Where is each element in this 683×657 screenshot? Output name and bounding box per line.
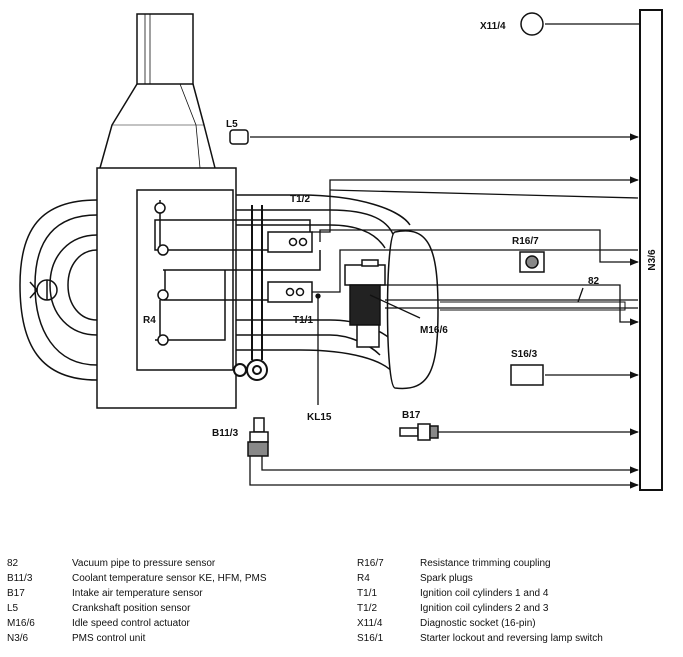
label-x11-4: X11/4 — [480, 21, 506, 32]
label-m16-6: M16/6 — [420, 325, 448, 336]
legend-row: B11/3 Coolant temperature sensor KE, HFM,… — [7, 571, 267, 586]
wiring-diagram: N3/6 — [19, 9, 663, 491]
legend-desc: Ignition coil cylinders 2 and 3 — [420, 603, 549, 614]
intake-air-temp-sensor — [399, 423, 439, 441]
legend-desc: Spark plugs — [420, 573, 473, 584]
label-b11-3: B11/3 — [212, 428, 239, 439]
label-b17: B17 — [402, 410, 421, 421]
signal-wires — [249, 23, 640, 489]
ignition-coil-t1-1 — [267, 281, 313, 303]
legend-row: B17 Intake air temperature sensor — [7, 586, 267, 601]
pulley-rods — [233, 205, 268, 381]
diagnostic-socket — [520, 12, 544, 36]
legend-desc: Crankshaft position sensor — [72, 603, 191, 614]
starter-lockout-switch — [510, 364, 544, 386]
legend-code: M16/6 — [7, 618, 35, 629]
label-82: 82 — [588, 276, 600, 287]
crankshaft-sensor — [229, 129, 249, 145]
legend-code: R16/7 — [357, 558, 384, 569]
legend-code: B11/3 — [7, 573, 33, 584]
legend-code: X11/4 — [357, 618, 383, 629]
legend: 82 Vacuum pipe to pressure sensor B11/3 Co… — [0, 556, 683, 657]
legend-row: R16/7 Resistance trimming coupling — [357, 556, 603, 571]
legend-code: S16/1 — [357, 633, 384, 644]
coolant-temp-sensor — [247, 417, 269, 457]
spark-plugs — [154, 202, 169, 346]
legend-row: S16/1 Starter lockout and reversing lamp … — [357, 631, 603, 646]
legend-desc: Starter lockout and reversing lamp switc… — [420, 633, 603, 644]
legend-desc: Resistance trimming coupling — [420, 558, 551, 569]
ignition-coil-t1-2 — [267, 231, 313, 253]
legend-row: T1/1 Ignition coil cylinders 1 and 4 — [357, 586, 603, 601]
label-r16-7: R16/7 — [512, 236, 539, 247]
legend-code: T1/2 — [357, 603, 378, 614]
legend-code: R4 — [357, 573, 370, 584]
air-intake-funnel — [99, 13, 216, 169]
legend-right-column: R16/7 Resistance trimming coupling R4 Spar… — [357, 556, 603, 646]
legend-code: 82 — [7, 558, 19, 569]
throttle-body — [386, 230, 439, 390]
legend-row: L5 Crankshaft position sensor — [7, 601, 267, 616]
legend-desc: Ignition coil cylinders 1 and 4 — [420, 588, 549, 599]
legend-row: M16/6 Idle speed control actuator — [7, 616, 267, 631]
pms-control-unit — [639, 9, 663, 491]
legend-desc: Intake air temperature sensor — [72, 588, 203, 599]
engine-block — [19, 167, 411, 409]
legend-row: T1/2 Ignition coil cylinders 2 and 3 — [357, 601, 603, 616]
legend-desc: Coolant temperature sensor KE, HFM, PMS — [72, 573, 267, 584]
resistance-coupling — [519, 251, 545, 273]
legend-code: T1/1 — [357, 588, 378, 599]
label-t1-2: T1/2 — [290, 194, 310, 205]
legend-desc: Diagnostic socket (16-pin) — [420, 618, 536, 629]
idle-speed-actuator — [344, 259, 386, 348]
label-r4: R4 — [143, 315, 156, 326]
legend-code: N3/6 — [7, 633, 29, 644]
legend-row: R4 Spark plugs — [357, 571, 603, 586]
label-kl15: KL15 — [307, 412, 332, 423]
label-n3-6: N3/6 — [647, 249, 658, 271]
legend-desc: Idle speed control actuator — [72, 618, 190, 629]
label-s16-3: S16/3 — [511, 349, 538, 360]
legend-desc: PMS control unit — [72, 633, 146, 644]
legend-row: X11/4 Diagnostic socket (16-pin) — [357, 616, 603, 631]
label-l5: L5 — [226, 119, 238, 130]
legend-row: 82 Vacuum pipe to pressure sensor — [7, 556, 267, 571]
legend-row: N3/6 PMS control unit — [7, 631, 267, 646]
legend-desc: Vacuum pipe to pressure sensor — [72, 558, 216, 569]
legend-left-column: 82 Vacuum pipe to pressure sensor B11/3 Co… — [7, 556, 267, 646]
label-t1-1: T1/1 — [293, 315, 313, 326]
legend-code: B17 — [7, 588, 25, 599]
legend-code: L5 — [7, 603, 19, 614]
